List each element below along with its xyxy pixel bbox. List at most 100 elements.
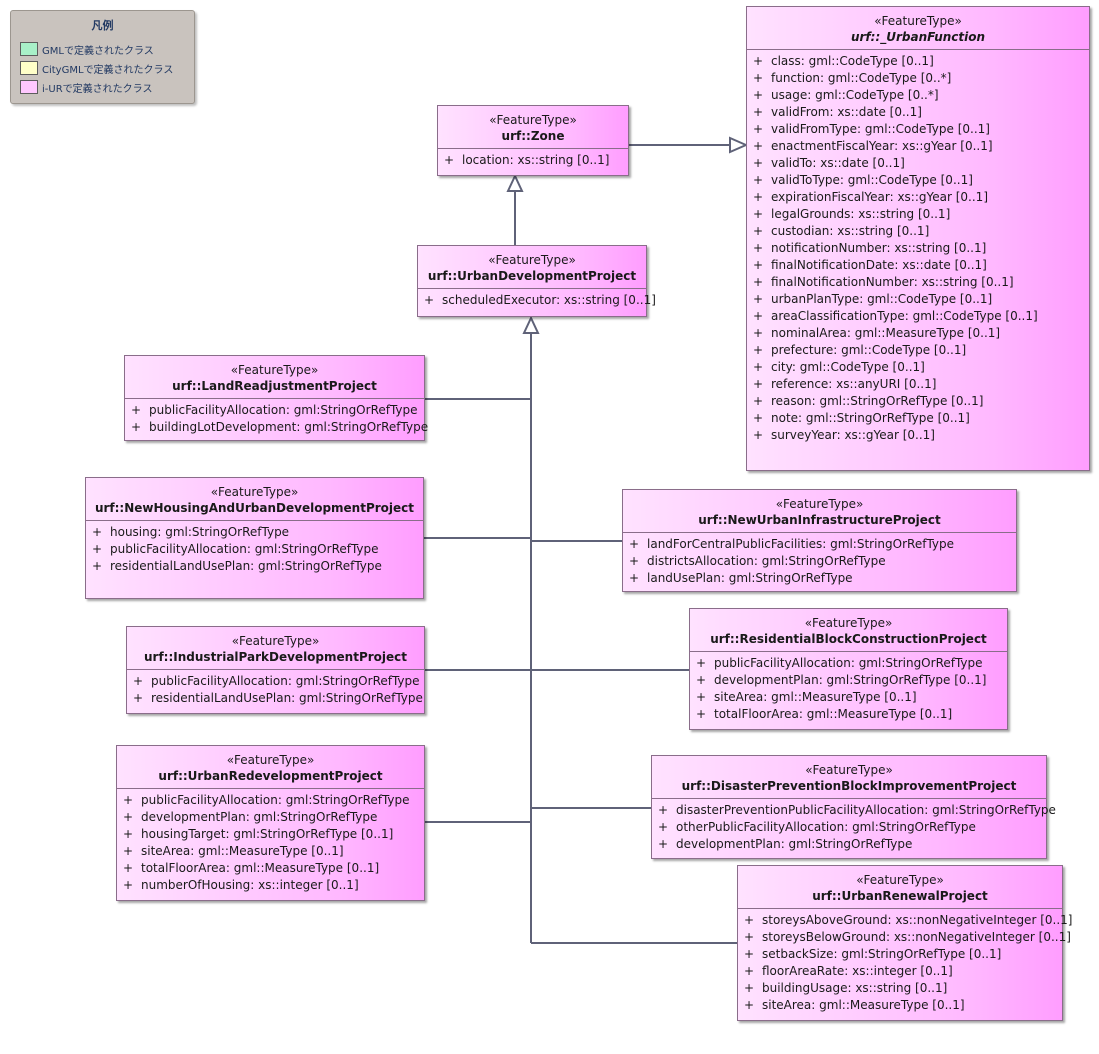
visibility-public-icon: + xyxy=(123,810,134,824)
attribute-row: + function: gml::CodeType [0..*] xyxy=(747,70,1089,87)
attribute-type: gml:StringOrRefType xyxy=(300,420,429,434)
class-header: «FeatureType»urf::IndustrialParkDevelopm… xyxy=(127,627,424,670)
attribute-type: gml:StringOrRefType [0..1] xyxy=(822,673,987,687)
attribute-row: +buildingLotDevelopment: gml:StringOrRef… xyxy=(125,419,428,436)
class-udp[interactable]: «FeatureType»urf::UrbanDevelopmentProjec… xyxy=(417,245,656,317)
attribute-type: gml:StringOrRefType [0..1] xyxy=(229,827,394,841)
attribute-name: function: xyxy=(771,71,825,85)
visibility-public-icon: + xyxy=(629,554,640,568)
generalization-arrowhead-urbanfunction xyxy=(729,136,749,154)
visibility-public-icon: + xyxy=(744,930,755,944)
attribute-row: +validFrom: xs::date [0..1] xyxy=(747,104,1089,121)
visibility-public-icon: + xyxy=(753,309,764,323)
attribute-name: reason: xyxy=(771,394,816,408)
class-uf[interactable]: «FeatureType»urf::_UrbanFunction+class: … xyxy=(746,6,1090,471)
attribute-row: +validToType: gml::CodeType [0..1] xyxy=(747,172,1089,189)
attribute-type: xs::nonNegativeInteger [0..1] xyxy=(890,930,1071,944)
attribute-list: +housing: gml:StringOrRefType+publicFaci… xyxy=(86,521,423,579)
visibility-public-icon: + xyxy=(753,71,764,85)
attribute-name: disasterPreventionPublicFacilityAllocati… xyxy=(676,803,929,817)
attribute-name: residentialLandUsePlan: xyxy=(110,559,255,573)
attribute-name: finalNotificationDate: xyxy=(771,258,899,272)
attribute-name: urbanPlanType: xyxy=(771,292,864,306)
attribute-type: xs::date [0..1] xyxy=(833,105,922,119)
visibility-public-icon: + xyxy=(92,559,103,573)
class-name: urf::DisasterPreventionBlockImprovementP… xyxy=(681,779,1017,793)
attribute-type: gml:StringOrRefType xyxy=(281,793,410,807)
visibility-public-icon: + xyxy=(444,153,455,167)
attribute-row: +developmentPlan: gml:StringOrRefType [0… xyxy=(690,672,1007,689)
attribute-type: gml:StringOrRefType xyxy=(295,691,423,705)
attribute-row: +expirationFiscalYear: xs::gYear [0..1] xyxy=(747,189,1089,206)
attribute-name: enactmentFiscalYear: xyxy=(771,139,899,153)
attribute-name: notificationNumber: xyxy=(771,241,891,255)
class-stereotype: «FeatureType» xyxy=(775,497,864,511)
class-zone[interactable]: «FeatureType»urf::Zone+location: xs::str… xyxy=(437,105,629,176)
attribute-row: +reference: xs::anyURI [0..1] xyxy=(747,376,1089,393)
attribute-type: gml:StringOrRefType xyxy=(254,559,382,573)
legend-label-iur: i-URで定義されたクラス xyxy=(42,83,153,95)
class-rbcp[interactable]: «FeatureType»urf::ResidentialBlockConstr… xyxy=(689,608,1008,730)
attribute-row: +class: gml::CodeType [0..1] xyxy=(747,53,1089,70)
visibility-public-icon: + xyxy=(131,403,142,417)
attribute-type: xs::integer [0..1] xyxy=(254,878,359,892)
attribute-row: +totalFloorArea: gml::MeasureType [0..1] xyxy=(117,860,424,877)
attribute-row: +urbanPlanType: gml::CodeType [0..1] xyxy=(747,291,1089,308)
class-ipd[interactable]: «FeatureType»urf::IndustrialParkDevelopm… xyxy=(126,626,425,714)
attribute-list: +scheduledExecutor: xs::string [0..1] xyxy=(418,289,656,313)
attribute-type: gml:StringOrRefType xyxy=(784,837,913,851)
legend-label-citygml: CityGMLで定義されたクラス xyxy=(42,64,174,76)
class-dpbi[interactable]: «FeatureType»urf::DisasterPreventionBloc… xyxy=(651,755,1056,859)
attribute-type: xs::anyURI [0..1] xyxy=(832,377,937,391)
attribute-name: developmentPlan: xyxy=(141,810,250,824)
visibility-public-icon: + xyxy=(696,707,707,721)
class-name: urf::UrbanRenewalProject xyxy=(812,889,988,903)
legend-title: 凡例 xyxy=(91,19,114,32)
visibility-public-icon: + xyxy=(629,537,640,551)
attribute-list: +publicFacilityAllocation: gml:StringOrR… xyxy=(127,670,424,711)
attribute-name: districtsAllocation: xyxy=(647,554,758,568)
class-urd[interactable]: «FeatureType»urf::UrbanRedevelopmentProj… xyxy=(116,745,425,901)
class-name: urf::IndustrialParkDevelopmentProject xyxy=(144,650,407,664)
attribute-type: xs::string [0..1] xyxy=(560,293,656,307)
attribute-row: +validTo: xs::date [0..1] xyxy=(747,155,1089,172)
visibility-public-icon: + xyxy=(753,139,764,153)
class-nhud[interactable]: «FeatureType»urf::NewHousingAndUrbanDeve… xyxy=(85,477,424,599)
class-lrp[interactable]: «FeatureType»urf::LandReadjustmentProjec… xyxy=(124,355,428,441)
attribute-name: custodian: xyxy=(771,224,834,238)
attribute-name: finalNotificationNumber: xyxy=(771,275,918,289)
attribute-name: areaClassificationType: xyxy=(771,309,909,323)
attribute-row: +finalNotificationNumber: xs::string [0.… xyxy=(747,274,1089,291)
visibility-public-icon: + xyxy=(753,173,764,187)
attribute-row: + residentialLandUsePlan: gml:StringOrRef… xyxy=(86,558,423,575)
attribute-name: publicFacilityAllocation: xyxy=(141,793,282,807)
visibility-public-icon: + xyxy=(753,54,764,68)
attribute-row: +housingTarget: gml:StringOrRefType [0..… xyxy=(117,826,424,843)
attribute-type: xs::gYear [0..1] xyxy=(840,428,935,442)
attribute-name: floorAreaRate: xyxy=(762,964,849,978)
visibility-public-icon: + xyxy=(744,998,755,1012)
attribute-type: xs::date [0..1] xyxy=(898,258,987,272)
attribute-type: xs::string [0..1] xyxy=(513,153,610,167)
attribute-list: + publicFacilityAllocation: gml:StringOrR… xyxy=(117,789,424,898)
attribute-name: totalFloorArea: xyxy=(714,707,803,721)
class-stereotype: «FeatureType» xyxy=(856,873,944,887)
attribute-row: +validFromType: gml::CodeType [0..1] xyxy=(747,121,1089,138)
class-urp[interactable]: «FeatureType»urf::UrbanRenewalProject+ st… xyxy=(737,865,1072,1021)
visibility-public-icon: + xyxy=(629,571,640,585)
class-stereotype: «FeatureType» xyxy=(805,763,893,777)
attribute-type: xs::integer [0..1] xyxy=(848,964,953,978)
legend-swatch-gml xyxy=(20,42,38,56)
attribute-row: +totalFloorArea: gml::MeasureType [0..1] xyxy=(690,706,1007,723)
attribute-row: +note: gml::StringOrRefType [0..1] xyxy=(747,410,1089,427)
class-header: «FeatureType»urf::LandReadjustmentProjec… xyxy=(125,356,424,399)
attribute-row: +publicFacilityAllocation: gml:StringOrR… xyxy=(127,673,424,690)
attribute-name: location: xyxy=(462,153,514,167)
visibility-public-icon: + xyxy=(131,420,142,434)
class-nuip[interactable]: «FeatureType»urf::NewUrbanInfrastructure… xyxy=(622,489,1017,592)
visibility-public-icon: + xyxy=(123,844,134,858)
attribute-type: gml:StringOrRefType xyxy=(724,571,853,585)
attribute-name: storeysAboveGround: xyxy=(762,913,892,927)
attribute-row: +siteArea: gml::MeasureType [0..1] xyxy=(690,689,1007,706)
attribute-type: gml::CodeType [0..*] xyxy=(824,71,952,85)
